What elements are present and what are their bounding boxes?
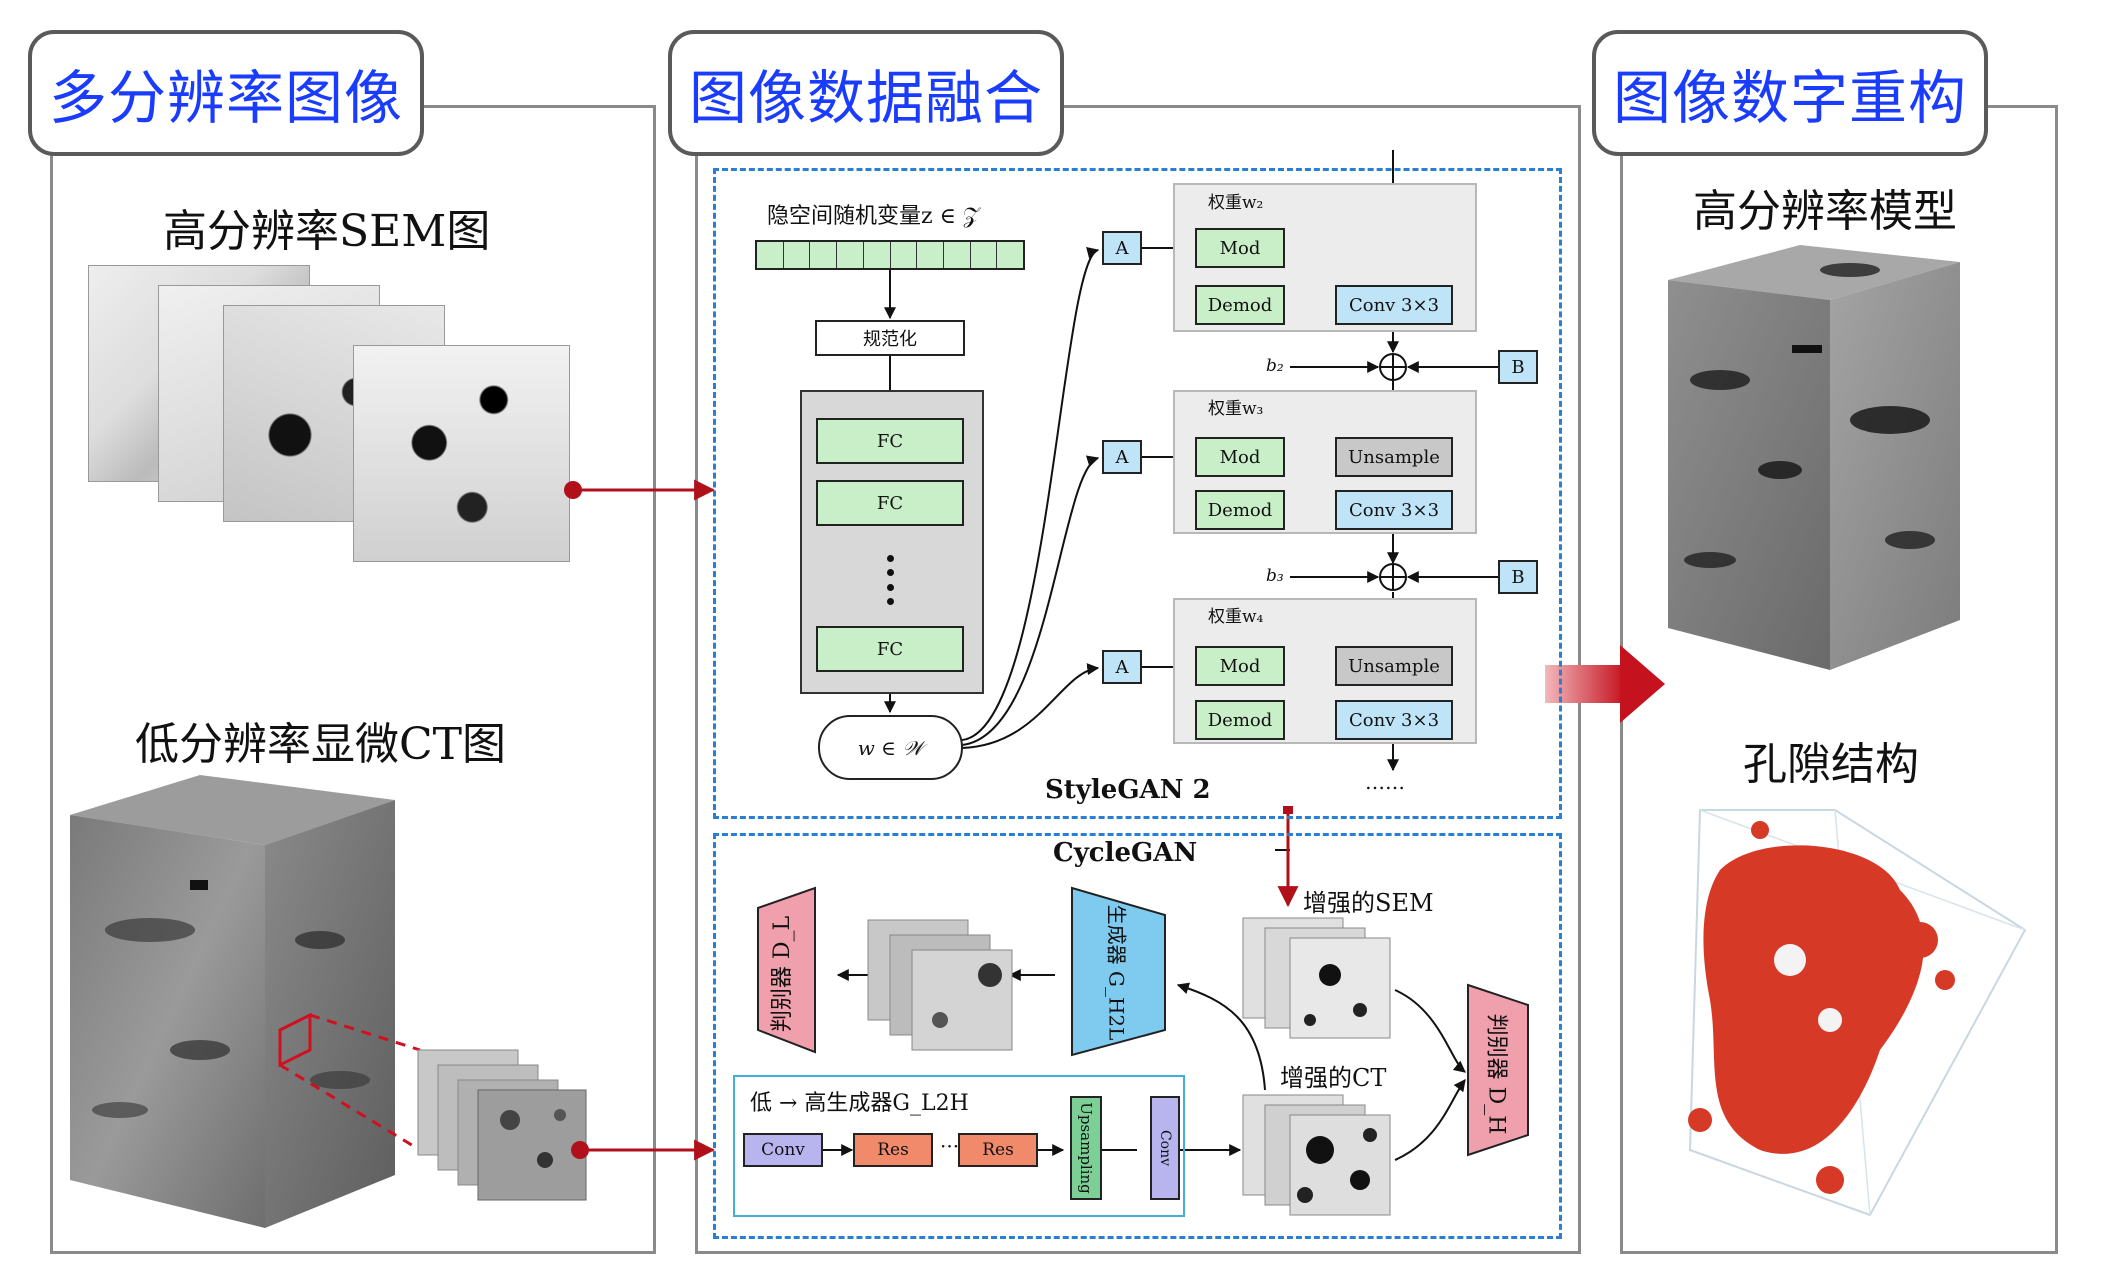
fc-node: FC <box>816 626 964 672</box>
weight-label: 权重w₄ <box>1208 607 1264 627</box>
fc-node: FC <box>816 418 964 464</box>
demod-node: Demod <box>1195 285 1285 325</box>
weight-label: 权重w₂ <box>1208 193 1264 213</box>
sem-image <box>353 345 570 562</box>
upsampling-node: Upsampling <box>1070 1096 1102 1200</box>
discriminator-dh-shape <box>1467 983 1529 1157</box>
mod-node: Mod <box>1195 646 1285 686</box>
high-res-model-label: 高分辨率模型 <box>1693 186 1957 237</box>
unsample-node: Unsample <box>1335 437 1453 477</box>
a-node: A <box>1102 440 1142 474</box>
mod-node: Mod <box>1195 437 1285 477</box>
ct-slice-stack <box>417 1049 587 1201</box>
unsample-node: Unsample <box>1335 646 1453 686</box>
fc-node: FC <box>816 480 964 526</box>
pore-structure <box>1688 809 2027 1217</box>
ct-cube <box>70 775 421 1228</box>
pore-structure-label: 孔隙结构 <box>1743 739 1919 790</box>
fusion-to-reconstruction-arrow <box>1545 645 1665 723</box>
low-res-output-stack <box>867 919 1013 1051</box>
bias-label: b₂ <box>1266 356 1284 376</box>
discriminator-dl-label: 判别器 D_L <box>770 915 796 1033</box>
sem-label: 高分辨率SEM图 <box>163 206 491 257</box>
sum-node <box>1379 563 1407 591</box>
a-node: A <box>1102 231 1142 265</box>
normalize-node: 规范化 <box>815 320 965 356</box>
conv-node: Conv 3×3 <box>1335 285 1453 325</box>
conv-node: Conv 3×3 <box>1335 490 1453 530</box>
mod-node: Mod <box>1195 228 1285 268</box>
generator-h2l-shape <box>1071 886 1166 1057</box>
b-node: B <box>1498 560 1538 594</box>
discriminator-dl-shape <box>757 886 816 1054</box>
tab-reconstruction: 图像数字重构 <box>1592 30 1988 156</box>
tab-multi-resolution: 多分辨率图像 <box>28 30 424 156</box>
conv-label: Conv <box>1157 1129 1174 1167</box>
generator-l2h-box <box>733 1075 1185 1217</box>
demod-node: Demod <box>1195 490 1285 530</box>
ellipsis-text: …… <box>1365 770 1405 794</box>
b-node: B <box>1498 350 1538 384</box>
enhanced-sem-stack <box>1242 917 1391 1039</box>
stylegan-box <box>713 168 1562 819</box>
tab-data-fusion: 图像数据融合 <box>668 30 1064 156</box>
cyclegan-title: CycleGAN <box>1053 838 1198 868</box>
latent-vector <box>755 240 1025 270</box>
stylegan-title: StyleGAN 2 <box>1045 775 1211 805</box>
res-node: Res <box>853 1133 933 1167</box>
conv-node: Conv <box>743 1133 823 1167</box>
connector-dot <box>1283 806 1293 814</box>
a-node: A <box>1102 650 1142 684</box>
weight-label: 权重w₃ <box>1208 399 1264 419</box>
sum-node <box>1379 353 1407 381</box>
high-res-cube <box>1668 245 1960 670</box>
upsampling-label: Upsampling <box>1077 1102 1096 1194</box>
demod-node: Demod <box>1195 700 1285 740</box>
w-node: w ∈ 𝒲 <box>818 715 963 780</box>
enhanced-sem-label: 增强的SEM <box>1303 889 1434 917</box>
vertical-ellipsis <box>885 555 895 605</box>
enhanced-ct-label: 增强的CT <box>1280 1064 1387 1092</box>
generator-h2l-label: 生成器 G_H2L <box>1104 904 1129 1041</box>
cyclegan-box <box>713 833 1562 1239</box>
enhanced-ct-stack <box>1242 1094 1391 1216</box>
ct-label: 低分辨率显微CT图 <box>135 719 507 770</box>
cyclegan-arrows <box>823 849 1466 1161</box>
res-node: Res <box>958 1133 1038 1167</box>
latent-label: 隐空间随机变量z ∈ 𝒵 <box>767 204 980 229</box>
discriminator-dh-label: 判别器 D_H <box>1483 1013 1509 1135</box>
sem-image-stack <box>88 265 570 565</box>
bias-label: b₃ <box>1266 566 1284 586</box>
dots-text: ··· <box>940 1134 960 1158</box>
conv-node-vertical: Conv <box>1150 1096 1180 1200</box>
conv-node: Conv 3×3 <box>1335 700 1453 740</box>
generator-l2h-title: 低 → 高生成器G_L2H <box>750 1091 969 1116</box>
